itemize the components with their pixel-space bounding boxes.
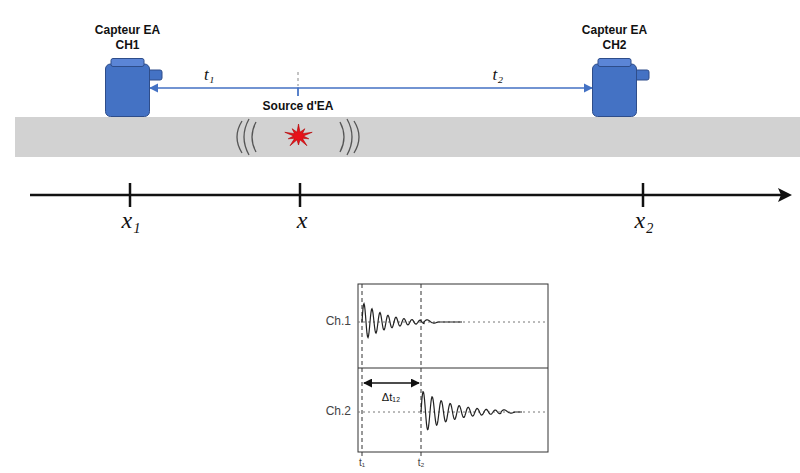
waveforms bbox=[362, 304, 522, 430]
axis-tick bbox=[642, 183, 645, 207]
travel-time-label: t₂ bbox=[491, 66, 506, 83]
axis-label: x₁ bbox=[122, 208, 141, 232]
wave-arc bbox=[354, 121, 359, 153]
source-dash-line bbox=[298, 72, 299, 86]
time-label: t₂ bbox=[418, 458, 425, 468]
channel-label: Ch.2 bbox=[326, 405, 351, 417]
axis-tick bbox=[129, 183, 132, 207]
sensor-name: Capteur EA CH1 bbox=[87, 23, 169, 53]
axis-label: x bbox=[297, 208, 308, 232]
ae-sensor: Capteur EA CH2 bbox=[592, 58, 637, 117]
time-label: t₁ bbox=[359, 458, 365, 468]
wave-arc bbox=[244, 119, 249, 155]
sensor-body bbox=[106, 64, 150, 117]
sensor-icon bbox=[105, 58, 150, 117]
axis-line bbox=[30, 194, 782, 197]
ae-sensor: Capteur EA CH1 bbox=[105, 58, 150, 117]
plot-frame bbox=[358, 284, 548, 452]
axis-tick bbox=[299, 183, 302, 207]
sensor-heading: Capteur EA CH2 bbox=[574, 23, 656, 53]
time-tick bbox=[421, 452, 422, 456]
wave-arc bbox=[252, 122, 256, 152]
wave-arc bbox=[340, 122, 344, 152]
axis-label: x₂ bbox=[635, 208, 654, 232]
sound-waves bbox=[237, 119, 359, 155]
ae-waveform bbox=[362, 304, 462, 338]
delta-t-arrow bbox=[364, 382, 419, 384]
sensor-cap bbox=[111, 59, 144, 67]
travel-time-arrow bbox=[298, 88, 592, 96]
ae-waveform bbox=[421, 392, 522, 430]
sensor-heading: Capteur EA CH1 bbox=[87, 23, 169, 53]
travel-time-label: t₁ bbox=[202, 66, 217, 83]
onset-line-t2 bbox=[421, 284, 422, 452]
emission-burst bbox=[284, 124, 311, 146]
oscilloscope-plot bbox=[358, 284, 548, 456]
source-text-box: Source d'EA bbox=[254, 96, 343, 114]
channel-label: Ch.1 bbox=[326, 315, 351, 327]
axis-arrowhead bbox=[778, 188, 792, 202]
position-axis bbox=[30, 183, 782, 207]
sensor-cap bbox=[598, 59, 631, 67]
plot-divider bbox=[358, 368, 548, 369]
sensor-icon bbox=[592, 58, 637, 117]
sensor-name: Capteur EA CH2 bbox=[574, 23, 656, 53]
time-tick bbox=[362, 452, 363, 456]
source-name: Source d'EA bbox=[257, 99, 340, 114]
wave-arc bbox=[347, 119, 352, 155]
material-bar bbox=[15, 117, 800, 157]
travel-time-arrow bbox=[150, 88, 298, 96]
sensor-body bbox=[593, 64, 637, 117]
time-difference-label: Δt₁₂ bbox=[381, 392, 401, 403]
ae-source: Source d'EA bbox=[254, 96, 343, 154]
wave-arc bbox=[237, 121, 242, 153]
